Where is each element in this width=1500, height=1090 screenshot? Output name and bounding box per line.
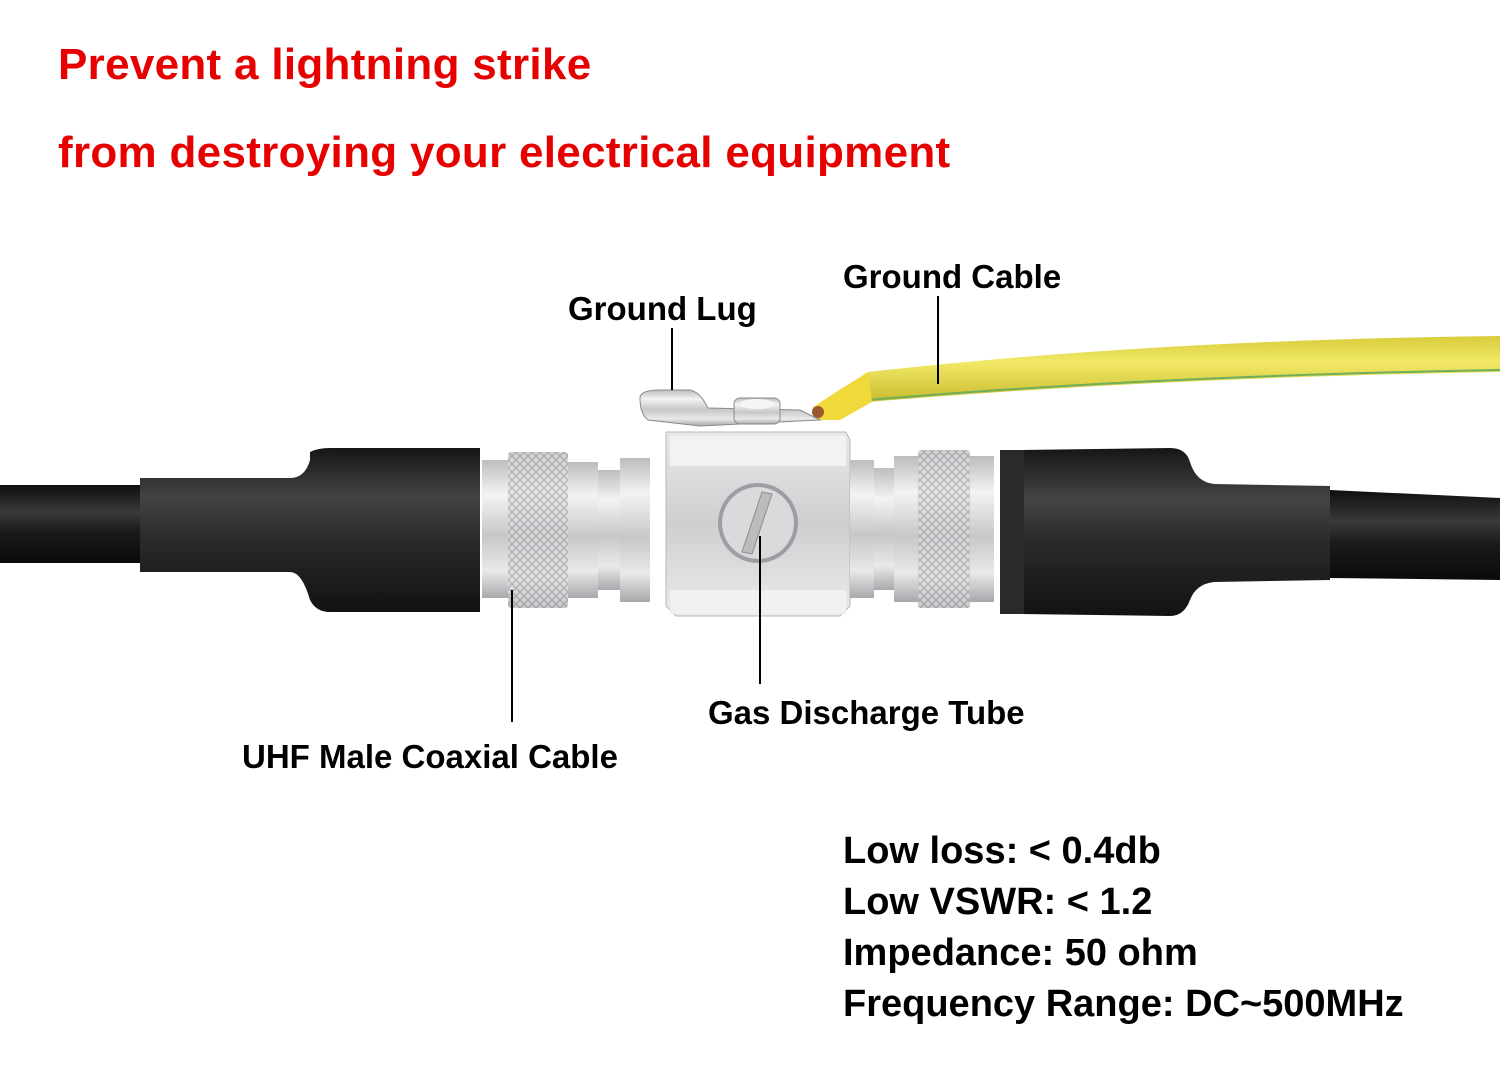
callout-ground-lug: Ground Lug [568, 290, 757, 327]
arrester-body [665, 431, 851, 617]
spec-list: Low loss: < 0.4db Low VSWR: < 1.2 Impeda… [843, 826, 1404, 1030]
headline-line-1: Prevent a lightning strike [58, 40, 592, 89]
ground-lug [639, 389, 822, 427]
left-uhf-connector [482, 452, 650, 608]
callout-uhf-male-coaxial-cable: UHF Male Coaxial Cable [242, 738, 618, 775]
copper-wire-tip [812, 406, 824, 418]
ground-cable [812, 336, 1500, 420]
callout-gas-discharge-tube: Gas Discharge Tube [708, 694, 1025, 731]
gas-discharge-tube-screw [718, 483, 798, 563]
spec-impedance: Impedance: 50 ohm [843, 932, 1198, 974]
spec-frequency-range: Frequency Range: DC~500MHz [843, 983, 1404, 1025]
headline-line-2: from destroying your electrical equipmen… [58, 128, 951, 177]
left-coax-cable [0, 448, 480, 612]
spec-low-vswr: Low VSWR: < 1.2 [843, 881, 1153, 923]
callout-ground-cable: Ground Cable [843, 258, 1062, 295]
spec-low-loss: Low loss: < 0.4db [843, 830, 1161, 872]
right-coax-cable [1000, 448, 1500, 616]
right-uhf-connector [850, 450, 994, 608]
